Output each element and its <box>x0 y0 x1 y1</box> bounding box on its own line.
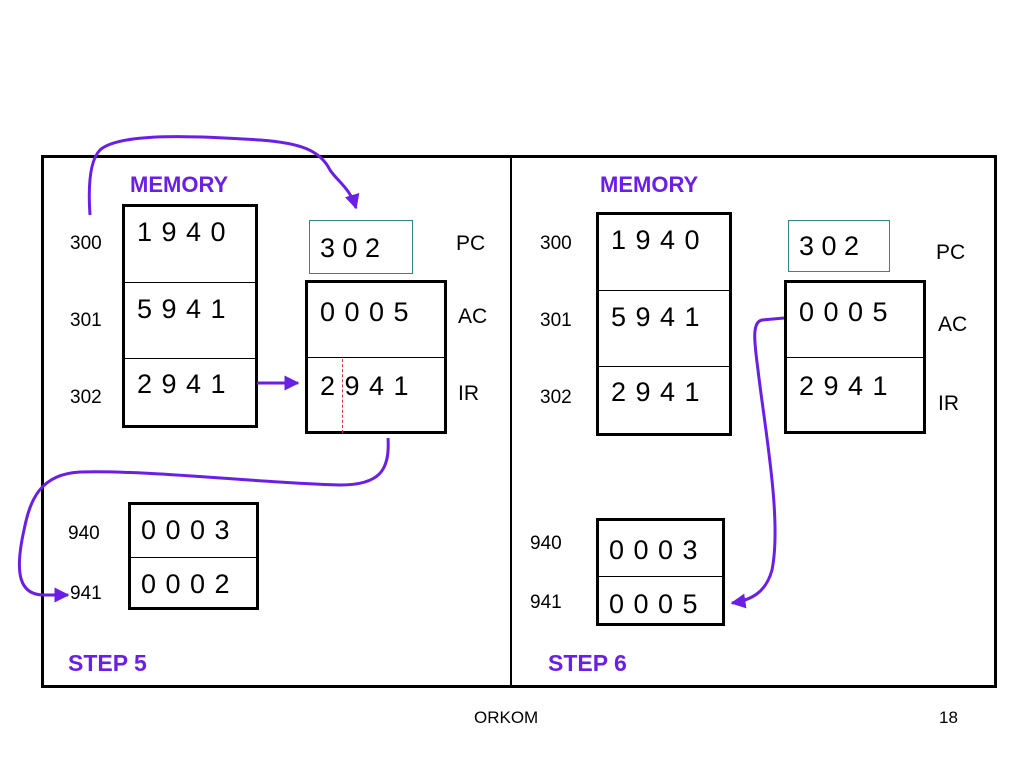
memory-address: 302 <box>540 387 572 408</box>
memory-address: 941 <box>530 592 562 613</box>
step-label: STEP 5 <box>68 650 147 676</box>
memory-address: 300 <box>540 233 572 254</box>
memory-address: 940 <box>68 523 100 544</box>
pc-value: 3 0 2 <box>320 233 381 263</box>
pc-label: PC <box>456 232 486 255</box>
cell-separator <box>131 557 256 558</box>
cell-separator <box>125 282 255 283</box>
diagram-frame <box>41 155 997 688</box>
ac-ir-registers: 0 0 0 5 2 9 4 1 <box>784 280 926 434</box>
memory-cell-value: 1 9 4 0 <box>611 225 701 255</box>
operand-address-arrow <box>17 437 390 603</box>
cell-separator <box>787 357 923 358</box>
pc-register: 3 0 2 <box>788 220 890 272</box>
cell-separator <box>599 366 729 367</box>
ac-label: AC <box>458 305 488 328</box>
memory-heading: MEMORY <box>130 172 229 197</box>
step-label: STEP 6 <box>548 650 627 676</box>
ir-opcode-split <box>342 359 343 433</box>
memory-address: 940 <box>530 533 562 554</box>
data-memory: 0 0 0 3 0 0 0 2 <box>128 502 259 610</box>
cell-separator <box>599 290 729 291</box>
memory-address: 301 <box>70 310 102 331</box>
memory-cell-value: 0 0 0 2 <box>141 569 231 599</box>
pc-fetch-arrow <box>87 135 360 216</box>
data-memory: 0 0 0 3 0 0 0 5 <box>596 518 725 626</box>
memory-cell-value: 2 9 4 1 <box>611 377 701 407</box>
memory-cell-value: 5 9 4 1 <box>137 294 227 324</box>
program-memory: 1 9 4 0 5 9 4 1 2 9 4 1 <box>596 212 732 436</box>
memory-cell-value: 0 0 0 3 <box>141 515 231 545</box>
panel-divider <box>510 157 512 687</box>
memory-cell-value: 2 9 4 1 <box>137 369 227 399</box>
memory-address: 302 <box>70 387 102 408</box>
ir-value: 2 9 4 1 <box>799 371 889 401</box>
memory-address: 941 <box>70 583 102 604</box>
footer-title: ORKOM <box>474 708 539 727</box>
pc-value: 3 0 2 <box>799 231 860 261</box>
memory-heading: MEMORY <box>600 172 699 197</box>
pc-label: PC <box>936 241 966 264</box>
memory-cell-value: 0 0 0 5 <box>609 589 699 619</box>
ir-label: IR <box>938 392 959 415</box>
ac-value: 0 0 0 5 <box>320 297 410 327</box>
ac-label: AC <box>938 313 968 336</box>
memory-cell-value: 0 0 0 3 <box>609 535 699 565</box>
memory-address: 300 <box>70 233 102 254</box>
page-number: 18 <box>939 708 958 727</box>
program-memory: 1 9 4 0 5 9 4 1 2 9 4 1 <box>122 204 258 428</box>
pc-register: 3 0 2 <box>309 220 413 274</box>
store-ac-arrow <box>730 316 785 609</box>
ir-label: IR <box>458 382 479 405</box>
ir-value: 2 9 4 1 <box>320 371 410 401</box>
cell-separator <box>125 358 255 359</box>
memory-cell-value: 1 9 4 0 <box>137 217 227 247</box>
cell-separator <box>308 357 444 358</box>
memory-cell-value: 5 9 4 1 <box>611 302 701 332</box>
ac-ir-registers: 0 0 0 5 2 9 4 1 <box>305 280 447 434</box>
ac-value: 0 0 0 5 <box>799 297 889 327</box>
memory-address: 301 <box>540 310 572 331</box>
cell-separator <box>599 576 722 577</box>
